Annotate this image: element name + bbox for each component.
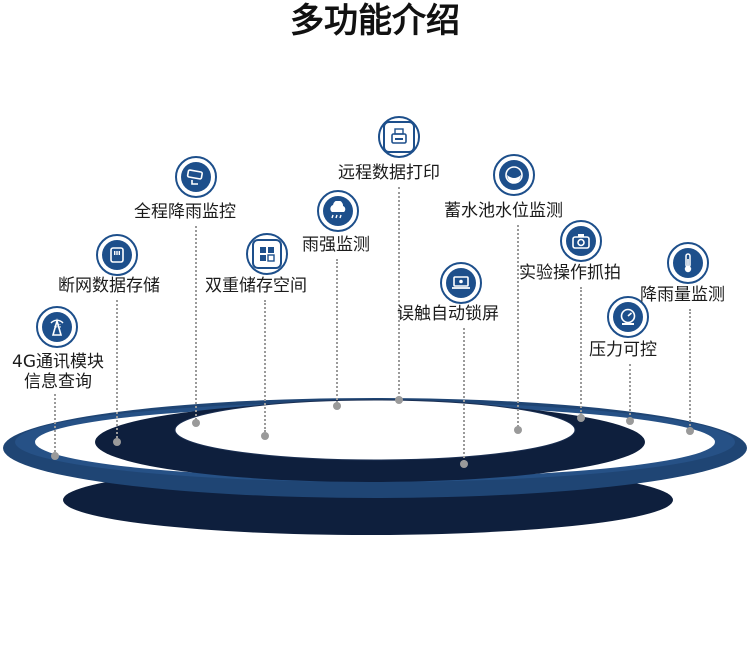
feature-rainfall-label: 降雨量监测 bbox=[640, 285, 725, 305]
connector-line bbox=[116, 300, 118, 438]
feature-touch-lock-label: 误触自动锁屏 bbox=[397, 304, 499, 324]
connector-line bbox=[580, 287, 582, 415]
connector-pin bbox=[192, 419, 200, 427]
pressure-gauge-icon bbox=[607, 296, 649, 338]
feature-reservoir-label: 蓄水池水位监测 bbox=[444, 201, 563, 221]
feature-rain-monitor-label: 全程降雨监控 bbox=[134, 202, 236, 222]
feature-capture-label: 实验操作抓拍 bbox=[519, 263, 621, 283]
connector-pin bbox=[626, 417, 634, 425]
connector-pin bbox=[395, 396, 403, 404]
connector-line bbox=[336, 259, 338, 403]
connector-line bbox=[517, 225, 519, 427]
feature-4g-label-line-2: 信息查询 bbox=[24, 372, 92, 392]
inner-disc bbox=[175, 400, 575, 460]
water-level-icon bbox=[493, 154, 535, 196]
connector-pin bbox=[113, 438, 121, 446]
laptop-lock-icon bbox=[440, 262, 482, 304]
connector-pin bbox=[686, 427, 694, 435]
signal-tower-icon: 4G bbox=[36, 306, 78, 348]
feature-4g-label: 4G通讯模块 信息查询 bbox=[2, 352, 114, 392]
feature-pressure-label: 压力可控 bbox=[589, 340, 657, 360]
svg-text:4G: 4G bbox=[54, 324, 61, 330]
connector-pin bbox=[460, 460, 468, 468]
sd-card-icon bbox=[96, 234, 138, 276]
connector-line bbox=[195, 226, 197, 420]
feature-rain-intensity-label: 雨强监测 bbox=[302, 235, 370, 255]
inner-disc-edge bbox=[174, 399, 576, 461]
feature-4g-label-line-1: 4G通讯模块 bbox=[12, 352, 104, 372]
connector-pin bbox=[577, 414, 585, 422]
cctv-camera-icon bbox=[175, 156, 217, 198]
printer-icon bbox=[378, 116, 420, 158]
feature-offline-storage-label: 断网数据存储 bbox=[58, 276, 160, 296]
connector-pin bbox=[261, 432, 269, 440]
connector-line bbox=[689, 309, 691, 429]
connector-pin bbox=[514, 426, 522, 434]
page-title: 多功能介绍 bbox=[290, 1, 460, 41]
connector-line bbox=[398, 187, 400, 398]
connector-line bbox=[463, 328, 465, 462]
connector-line bbox=[629, 364, 631, 419]
feature-remote-print-label: 远程数据打印 bbox=[338, 163, 440, 183]
connector-pin bbox=[333, 402, 341, 410]
storage-chip-icon bbox=[246, 233, 288, 275]
thermometer-icon bbox=[667, 242, 709, 284]
connector-line bbox=[264, 300, 266, 432]
connector-line bbox=[54, 394, 56, 452]
connector-pin bbox=[51, 452, 59, 460]
camera-icon bbox=[560, 220, 602, 262]
feature-dual-storage-label: 双重储存空间 bbox=[205, 276, 307, 296]
rain-cloud-icon bbox=[317, 190, 359, 232]
